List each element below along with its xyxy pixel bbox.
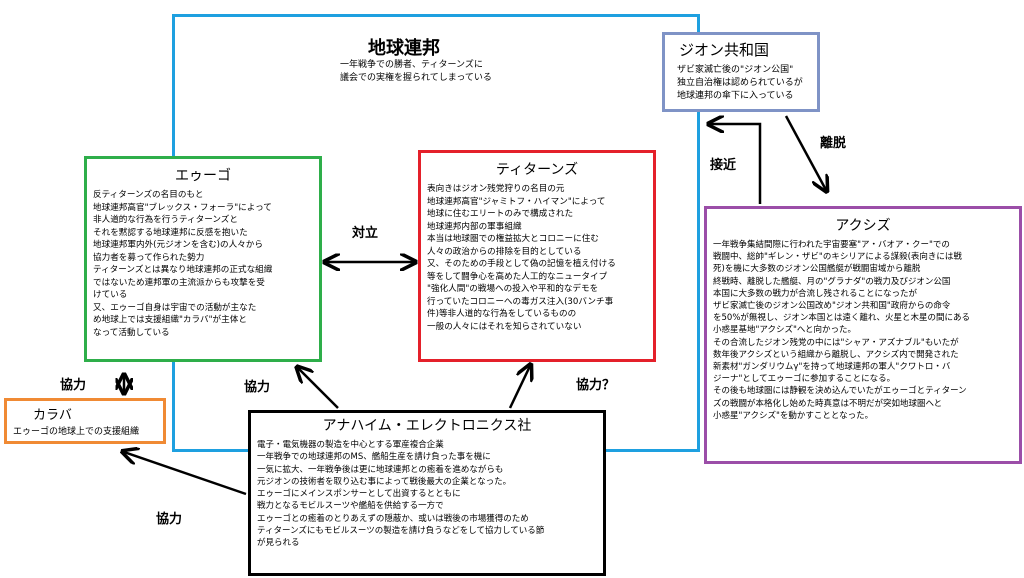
titans-body: 表向きはジオン残党狩りの名目の元 地球連邦高官"ジャミトフ・ハイマン"によって …	[427, 184, 616, 332]
label-kyoryoku-ae-aeug: 協力	[244, 380, 271, 395]
label-ridatsu: 離脱	[820, 136, 847, 151]
titans-node: ティターンズ 表向きはジオン残党狩りの名目の元 地球連邦高官"ジャミトフ・ハイマ…	[418, 150, 656, 362]
zeon-node: ジオン共和国 ザビ家滅亡後の"ジオン公国" 独立自治権は認められているが 地球連…	[662, 32, 820, 112]
karaba-node: カラバ エゥーゴの地球上での支援組織	[4, 398, 166, 444]
aeug-node: エゥーゴ 反ティターンズの名目のもと 地球連邦高官"ブレックス・フォーラ"によっ…	[84, 156, 322, 362]
federation-title: 地球連邦	[368, 38, 440, 59]
aeug-body: 反ティターンズの名目のもと 地球連邦高官"ブレックス・フォーラ"によって 非人道…	[93, 190, 273, 338]
karaba-body: エゥーゴの地球上での支援組織	[13, 427, 140, 437]
label-kyoryoku-ae-titans: 協力？	[576, 378, 616, 393]
arrow-ae-karaba	[124, 452, 247, 496]
aeug-title: エゥーゴ	[175, 168, 231, 184]
axis-title: アクシズ	[835, 218, 891, 234]
label-taiiritsu: 対立	[352, 226, 379, 241]
karaba-title: カラバ	[33, 408, 72, 423]
anaheim-node: アナハイム・エレクトロニクス社 電子・電気機器の製造を中心とする軍産複合企業 一…	[248, 410, 606, 576]
anaheim-title: アナハイム・エレクトロニクス社	[322, 418, 532, 434]
titans-title: ティターンズ	[495, 162, 579, 178]
label-kyoryoku-karaba: 協力	[60, 378, 87, 393]
arrow-axis-zeon	[710, 124, 762, 204]
anaheim-body: 電子・電気機器の製造を中心とする軍産複合企業 一年戦争での地球連邦のMS、艦船生…	[257, 440, 545, 549]
zeon-body: ザビ家滅亡後の"ジオン公国" 独立自治権は認められているが 地球連邦の傘下に入っ…	[677, 65, 803, 101]
arrow-ae-aeug	[298, 368, 339, 409]
axis-node: アクシズ 一年戦争集結間際に行われた宇宙要塞"ア・バオア・クー"での 戦闘中、総…	[704, 206, 1022, 464]
arrow-zeon-axis	[784, 115, 826, 190]
zeon-title: ジオン共和国	[679, 41, 770, 59]
federation-description: 一年戦争での勝者、ティターンズに 議会での実権を握られてしまっている	[340, 60, 492, 83]
label-sekkin: 接近	[710, 158, 737, 173]
arrow-ae-titans	[508, 366, 530, 409]
axis-body: 一年戦争集結間際に行われた宇宙要塞"ア・バオア・クー"での 戦闘中、総帥"ギレン…	[713, 240, 970, 421]
label-kyoryoku-ae-karaba: 協力	[156, 512, 183, 527]
